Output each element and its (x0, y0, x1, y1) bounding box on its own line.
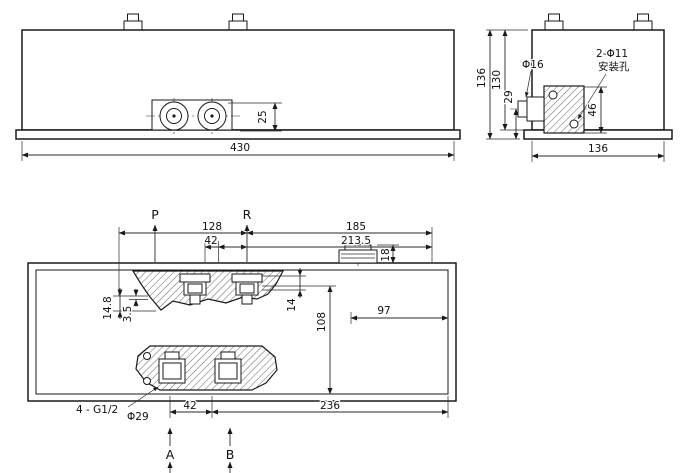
lifting-lug (228, 13, 248, 31)
dim-port-height: 25 (228, 102, 282, 132)
mounting-hole (569, 119, 579, 129)
dim-130-label: 130 (491, 70, 503, 90)
dim-18-label: 18 (380, 248, 392, 261)
dim-3-5-label: 3.5 (122, 306, 134, 323)
dim-128: 128 (118, 220, 248, 296)
port-spigot-cap (517, 100, 528, 118)
port-p-arrow: P (151, 207, 159, 262)
port-p-section (179, 273, 211, 305)
callout-phi16: Φ16 (521, 58, 545, 98)
dim-body-height: 130 (490, 29, 524, 131)
port-a-section (158, 351, 186, 384)
dim-14-8: 14.8 (101, 288, 156, 321)
port-r-section (231, 273, 263, 305)
port-r-label: R (243, 207, 252, 222)
dim-46-label: 46 (587, 103, 599, 117)
port-b-section (214, 351, 242, 384)
lower-section-block (135, 345, 278, 391)
plan-view: P R 128 185 42 213.5 (27, 207, 457, 473)
side-view: Φ16 2-Φ11 安装孔 136 130 29 46 (475, 13, 673, 162)
dim-236: 236 (211, 396, 449, 418)
dim-136h-label: 136 (588, 143, 608, 155)
dim-42-top-label: 42 (204, 235, 217, 247)
bolt-hole (143, 352, 151, 360)
mounting-holes-label: 2-Φ11 (596, 48, 628, 60)
phi16-label: Φ16 (522, 59, 544, 71)
dim-14: 14 (262, 268, 306, 313)
dim-42-bottom: 42 (169, 396, 213, 418)
port-b-arrow: B (226, 427, 235, 473)
dim-3-5: 3.5 (121, 289, 148, 324)
thread-ports-label: 4 - G1/2 (76, 404, 118, 416)
port-circle (159, 101, 189, 131)
dim-overall-width: 430 (21, 141, 455, 161)
lifting-lug (544, 13, 564, 31)
port-b-label: B (226, 447, 235, 462)
callout-mounting-holes: 2-Φ11 安装孔 (577, 47, 631, 120)
bolt-hole (143, 377, 151, 385)
dim-port-center-height: 29 (502, 89, 519, 140)
dim-128-label: 128 (202, 221, 222, 233)
mounting-holes-cn-label: 安装孔 (598, 60, 630, 73)
port-r-arrow: R (243, 207, 252, 262)
dim-213-5: 213.5 (218, 234, 433, 262)
front-view: 25 430 (15, 13, 461, 161)
tank-inner-wall (35, 269, 449, 395)
dim-overall-height: 136 (475, 29, 528, 140)
dim-185: 185 (246, 220, 433, 262)
port-circle (197, 101, 227, 131)
dim-97-label: 97 (377, 305, 390, 317)
dim-14-label: 14 (286, 298, 298, 312)
lifting-lug (123, 13, 143, 31)
dim-42-bottom-label: 42 (183, 400, 196, 412)
tank-body-front (21, 29, 455, 131)
port-spigot (526, 96, 545, 122)
dim-flange-height: 46 (584, 86, 607, 134)
port-a-label: A (166, 447, 175, 462)
dim-97: 97 (350, 304, 449, 324)
callout-thread-ports: 4 - G1/2 Φ29 (75, 386, 159, 424)
tank-base-front (15, 129, 461, 140)
port-p-label: P (151, 207, 159, 222)
dim-236-label: 236 (320, 400, 340, 412)
dim-213-5-label: 213.5 (341, 235, 371, 247)
dim-185-label: 185 (346, 221, 366, 233)
tank-base-side (523, 129, 673, 140)
phi29-label: Φ29 (127, 411, 149, 423)
port-a-arrow: A (166, 427, 175, 473)
lifting-lug (633, 13, 653, 31)
dim-29-label: 29 (503, 90, 515, 103)
dim-136v-label: 136 (476, 68, 488, 88)
dim-side-width: 136 (531, 141, 665, 162)
dim-42-top: 42 (203, 234, 248, 262)
dim-18: 18 (377, 244, 399, 264)
dim-108-label: 108 (316, 312, 328, 332)
dim-430-label: 430 (230, 142, 250, 154)
dim-14-8-label: 14.8 (102, 296, 114, 319)
dim-25-label: 25 (257, 110, 269, 123)
mounting-hole (548, 90, 558, 100)
dim-108: 108 (262, 285, 336, 395)
